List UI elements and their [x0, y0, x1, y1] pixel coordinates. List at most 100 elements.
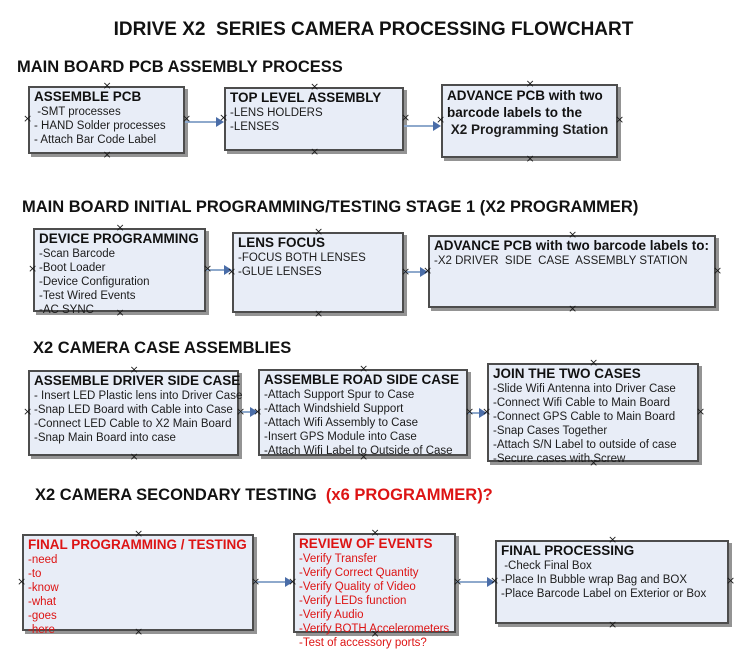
box-title: JOIN THE TWO CASES	[493, 366, 641, 381]
connector-handle-icon	[23, 407, 31, 416]
connector-handle-icon	[423, 266, 431, 275]
box-final-programming-testing: FINAL PROGRAMMING / TESTING -need -to -k…	[22, 534, 254, 636]
box-line: -SMT processes	[34, 106, 121, 118]
box-line: -Verify Correct Quantity	[299, 567, 419, 579]
box-device-programming: DEVICE PROGRAMMING -Scan Barcode -Boot L…	[33, 228, 206, 316]
connector-handle-icon	[371, 528, 379, 537]
connector-handle-icon	[227, 267, 235, 276]
arrow-line	[468, 412, 481, 414]
box-title: REVIEW OF EVENTS	[299, 536, 433, 551]
box-line: -Connect LED Cable to X2 Main Board	[34, 418, 232, 430]
box-lens-focus: LENS FOCUS -FOCUS BOTH LENSES -GLUE LENS…	[232, 232, 404, 313]
connector-handle-icon	[28, 264, 36, 273]
section-heading-secondary-testing: X2 CAMERA SECONDARY TESTING (x6 PROGRAMM…	[35, 486, 493, 505]
box-line: -what	[28, 596, 57, 608]
connector-handle-icon	[359, 364, 367, 373]
box-line: -Verify Audio	[299, 609, 364, 621]
box-line: -Verify LEDs function	[299, 595, 407, 607]
box-line: X2 Programming Station	[447, 122, 609, 137]
box-line: -Place In Bubble wrap Bag and BOX	[501, 574, 688, 586]
box-title: FINAL PROCESSING	[501, 543, 635, 558]
connector-handle-icon	[116, 223, 124, 232]
connector-handle-icon	[526, 79, 534, 88]
connector-handle-icon	[568, 304, 576, 313]
arrow-line	[404, 125, 435, 127]
box-title: DEVICE PROGRAMMING	[39, 231, 199, 246]
box-line: -Attach S/N Label to outside of case	[493, 439, 677, 451]
connector-handle-icon	[608, 620, 616, 629]
heading-red-part: (x6 PROGRAMMER)?	[321, 486, 493, 504]
flow-arrow	[404, 121, 441, 131]
box-line: -here	[28, 624, 55, 636]
arrow-line	[239, 411, 252, 413]
box-title: LENS FOCUS	[238, 235, 326, 250]
arrow-line	[254, 581, 287, 583]
box-line: -Check Final Box	[501, 560, 592, 572]
box-line: -need	[28, 554, 58, 566]
connector-handle-icon	[134, 529, 142, 538]
section-heading-pcb-assembly: MAIN BOARD PCB ASSEMBLY PROCESS	[17, 58, 343, 76]
box-line: -Attach Wifi Assembly to Case	[264, 417, 419, 429]
connector-handle-icon	[526, 154, 534, 163]
connector-handle-icon	[103, 81, 111, 90]
connector-handle-icon	[608, 535, 616, 544]
connector-handle-icon	[465, 407, 473, 416]
box-assemble-road-side-case: ASSEMBLE ROAD SIDE CASE -Attach Support …	[258, 369, 468, 457]
connector-handle-icon	[253, 407, 261, 416]
arrow-line	[404, 271, 422, 273]
connector-handle-icon	[236, 407, 244, 416]
box-title: FINAL PROGRAMMING / TESTING	[28, 537, 247, 552]
connector-handle-icon	[219, 113, 227, 122]
arrow-line	[206, 269, 226, 271]
box-line: -Insert GPS Module into Case	[264, 431, 417, 443]
connector-handle-icon	[696, 407, 704, 416]
box-final-processing: FINAL PROCESSING -Check Final Box -Place…	[495, 540, 729, 624]
box-line: -Attach Windshield Support	[264, 403, 404, 415]
box-line: -AC SYNC	[39, 304, 94, 316]
connector-handle-icon	[251, 577, 259, 586]
connector-handle-icon	[568, 230, 576, 239]
box-line: -LENS HOLDERS	[230, 107, 323, 119]
box-line: -Secure cases with Screw	[493, 453, 626, 465]
flowchart-title: IDRIVE X2 SERIES CAMERA PROCESSING FLOWC…	[113, 19, 634, 40]
box-line: -Scan Barcode	[39, 248, 116, 260]
connector-handle-icon	[17, 577, 25, 586]
box-line: -Slide Wifi Antenna into Driver Case	[493, 383, 676, 395]
box-line: -Snap Main Board into case	[34, 432, 176, 444]
box-line: -Verify Quality of Video	[299, 581, 416, 593]
box-title: ASSEMBLE ROAD SIDE CASE	[264, 372, 460, 387]
box-title: ASSEMBLE DRIVER SIDE CASE	[34, 373, 241, 388]
box-assemble-driver-side-case: ASSEMBLE DRIVER SIDE CASE - Insert LED P…	[28, 370, 243, 456]
box-line: -Snap Cases Together	[493, 425, 608, 437]
heading-black-part: X2 CAMERA SECONDARY TESTING	[35, 486, 322, 504]
connector-handle-icon	[103, 150, 111, 159]
connector-handle-icon	[23, 114, 31, 123]
box-line: - Insert LED Plastic lens into Driver Ca…	[34, 390, 243, 402]
box-review-of-events: REVIEW OF EVENTS -Verify Transfer -Verif…	[293, 533, 456, 649]
connector-handle-icon	[482, 407, 490, 416]
box-line: -FOCUS BOTH LENSES	[238, 252, 366, 264]
box-advance-pcb-to-programming-station: ADVANCE PCB with two barcode labels to t…	[441, 84, 618, 158]
box-line: -Attach Support Spur to Case	[264, 389, 415, 401]
connector-handle-icon	[726, 576, 734, 585]
connector-handle-icon	[314, 227, 322, 236]
box-advance-pcb-to-driver-side-station: ADVANCE PCB with two barcode labels to: …	[428, 235, 716, 308]
connector-handle-icon	[116, 308, 124, 317]
arrow-line	[456, 581, 489, 583]
connector-handle-icon	[371, 629, 379, 638]
connector-handle-icon	[713, 266, 721, 275]
box-title: ASSEMBLE PCB	[34, 89, 142, 104]
box-line: -LENSES	[230, 121, 280, 133]
box-assemble-pcb: ASSEMBLE PCB -SMT processes - HAND Solde…	[28, 86, 185, 154]
connector-handle-icon	[134, 627, 142, 636]
box-title: ADVANCE PCB with two barcode labels to:	[434, 238, 710, 253]
box-line: -Device Configuration	[39, 276, 150, 288]
box-line: - HAND Solder processes	[34, 120, 166, 132]
connector-handle-icon	[359, 452, 367, 461]
box-top-level-assembly: TOP LEVEL ASSEMBLY -LENS HOLDERS -LENSES	[224, 87, 404, 151]
connector-handle-icon	[310, 147, 318, 156]
connector-handle-icon	[401, 113, 409, 122]
box-line: -goes	[28, 610, 57, 622]
box-line: -to	[28, 568, 42, 580]
connector-handle-icon	[589, 458, 597, 467]
